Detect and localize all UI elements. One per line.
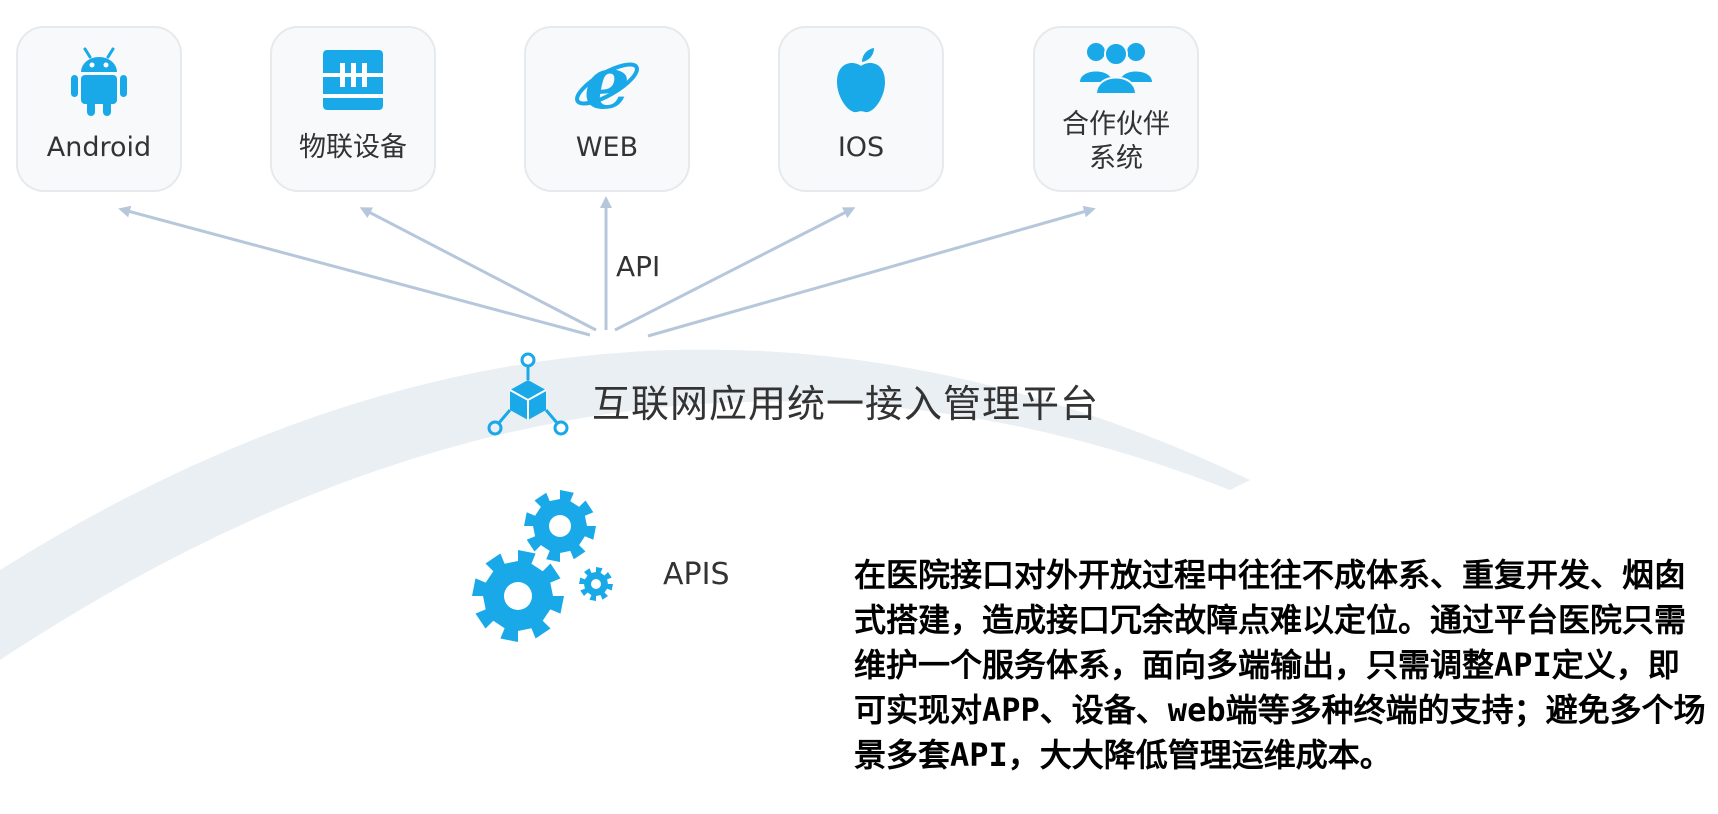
client-card-partner: 合作伙伴系统 [1033, 26, 1199, 192]
partner-group-icon [1035, 38, 1197, 96]
client-label: Android [46, 132, 152, 163]
gear-hole [549, 515, 571, 537]
client-label: IOS [837, 132, 885, 163]
apple-icon [780, 46, 942, 118]
client-label: 合作伙伴系统 [1062, 109, 1170, 174]
internet-explorer-icon: e [526, 46, 688, 118]
gear-hole [504, 582, 532, 610]
android-icon [18, 46, 180, 118]
arrow-ios [614, 207, 856, 332]
client-label: WEB [575, 132, 639, 163]
apis-label: APIS [663, 557, 730, 592]
arrow-iot [359, 207, 597, 332]
client-card-ios: IOS [778, 26, 944, 192]
iot-device-icon [272, 46, 434, 118]
description-text: 在医院接口对外开放过程中往往不成体系、重复开发、烟囱式搭建，造成接口冗余故障点难… [854, 556, 1706, 774]
client-card-android: Android [16, 26, 182, 192]
platform-title: 互联网应用统一接入管理平台 [592, 382, 1100, 426]
arrow-android [118, 205, 591, 337]
gear-hole [591, 579, 601, 589]
client-card-web: e WEB [524, 26, 690, 192]
client-label: 物联设备 [299, 132, 407, 163]
api-label: API [616, 250, 661, 283]
gears-icon [470, 486, 650, 646]
connect-hub-icon [486, 352, 570, 438]
client-card-iot: 物联设备 [270, 26, 436, 192]
platform-arc [0, 349, 1250, 660]
arrow-partner [647, 205, 1096, 338]
